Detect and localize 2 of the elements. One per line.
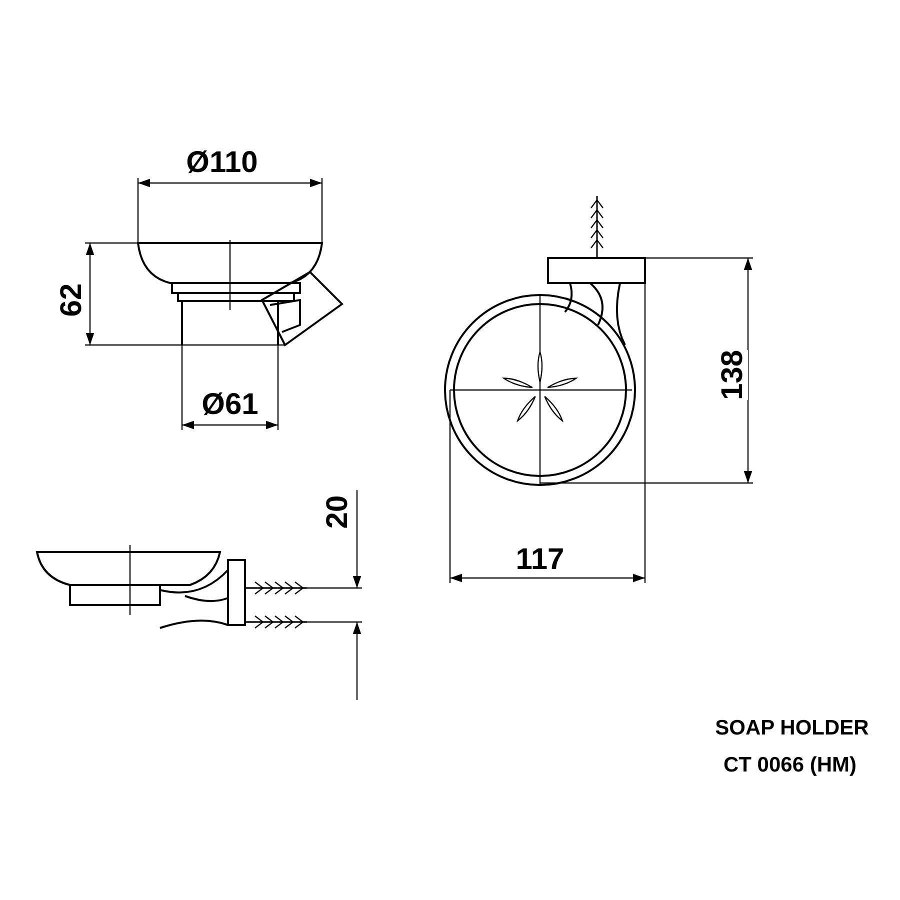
dimension-text: 138 <box>718 350 748 400</box>
model-number: CT 0066 (HM) <box>723 754 857 776</box>
